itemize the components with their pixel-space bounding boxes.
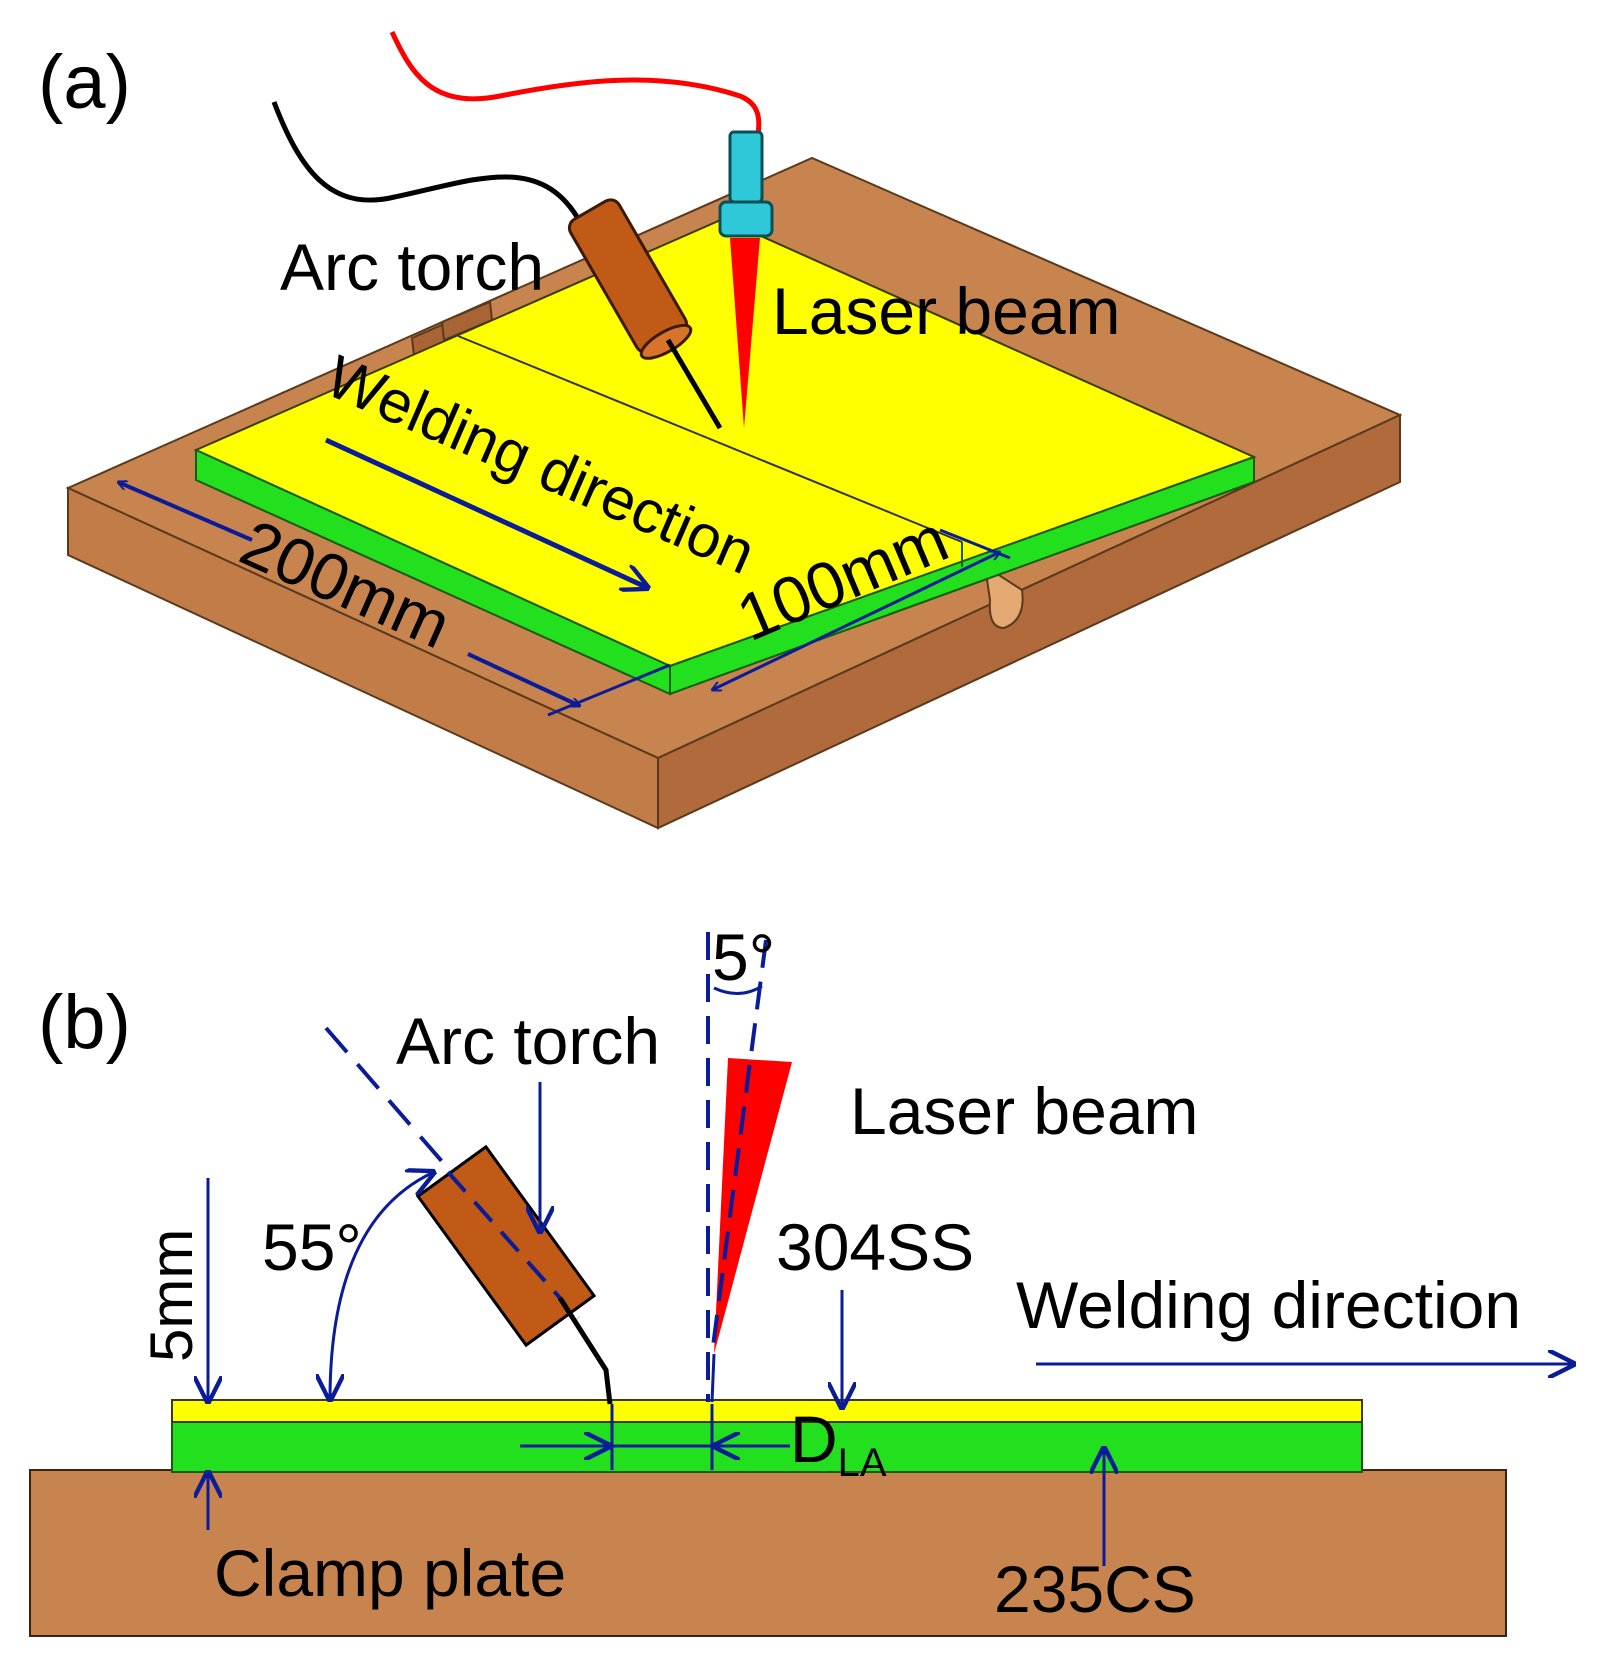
arc-torch-3d — [271, 101, 723, 430]
filler-wire-section — [557, 1296, 613, 1405]
laser-beam-section — [706, 932, 792, 1403]
top-plate-label: 304SS — [776, 1210, 974, 1284]
clamp-plate-label: Clamp plate — [214, 1536, 566, 1610]
distance-label-main: D — [790, 1402, 838, 1476]
laser-nozzle-top — [728, 130, 764, 204]
laser-axis-dashed — [710, 939, 768, 1355]
torch-cable — [271, 101, 583, 224]
torch-angle-arc — [330, 1172, 434, 1400]
laser-angle-label: 5° — [712, 920, 775, 994]
laser-fiber — [389, 30, 762, 135]
clamp-plate-section — [29, 1469, 1507, 1637]
arc-torch-section — [324, 1026, 613, 1405]
panel-b: (b) 5° Arc torch Laser beam — [29, 920, 1574, 1637]
torch-axis-over — [446, 1170, 562, 1300]
filler-wire — [665, 338, 723, 430]
welding-direction-label-b: Welding direction — [1016, 1268, 1521, 1342]
bottom-plate-label: 235CS — [994, 1552, 1196, 1626]
length-dim-tick — [547, 663, 671, 717]
panel-a-label: (a) — [38, 40, 131, 125]
laser-head-3d — [389, 30, 774, 428]
laser-nozzle-base — [718, 200, 774, 238]
laser-beam-cone — [730, 238, 760, 428]
welding-direction-arrow-a — [324, 437, 648, 588]
torch-angle-label: 55° — [262, 1210, 362, 1284]
arc-torch-label-a: Arc torch — [280, 230, 544, 304]
arc-torch-label-b: Arc torch — [396, 1004, 660, 1078]
torch-body-section — [415, 1144, 597, 1348]
length-dim-line-b — [467, 652, 580, 708]
panel-b-label: (b) — [38, 980, 131, 1065]
distance-label-sub: LA — [838, 1441, 887, 1485]
width-dim-tick — [939, 528, 1011, 560]
length-dim-line-a — [118, 482, 253, 542]
stainless-steel-plate — [171, 1399, 1363, 1423]
laser-beam-tail — [710, 1353, 716, 1403]
laser-beam-label-b: Laser beam — [850, 1074, 1199, 1148]
laser-beam-wedge — [714, 1058, 792, 1354]
weld-seam — [457, 335, 963, 543]
torch-body-end — [639, 323, 693, 360]
thickness-label: 5mm — [138, 1229, 205, 1362]
laser-arc-distance: DLA — [520, 1402, 887, 1485]
panel-a: (a) — [38, 30, 1403, 830]
distance-label: DLA — [790, 1402, 887, 1485]
width-dim-line — [712, 552, 1000, 690]
clamp-plate-right — [657, 413, 1401, 830]
laser-angle-arc — [713, 984, 763, 995]
laser-beam-label-a: Laser beam — [772, 274, 1121, 348]
